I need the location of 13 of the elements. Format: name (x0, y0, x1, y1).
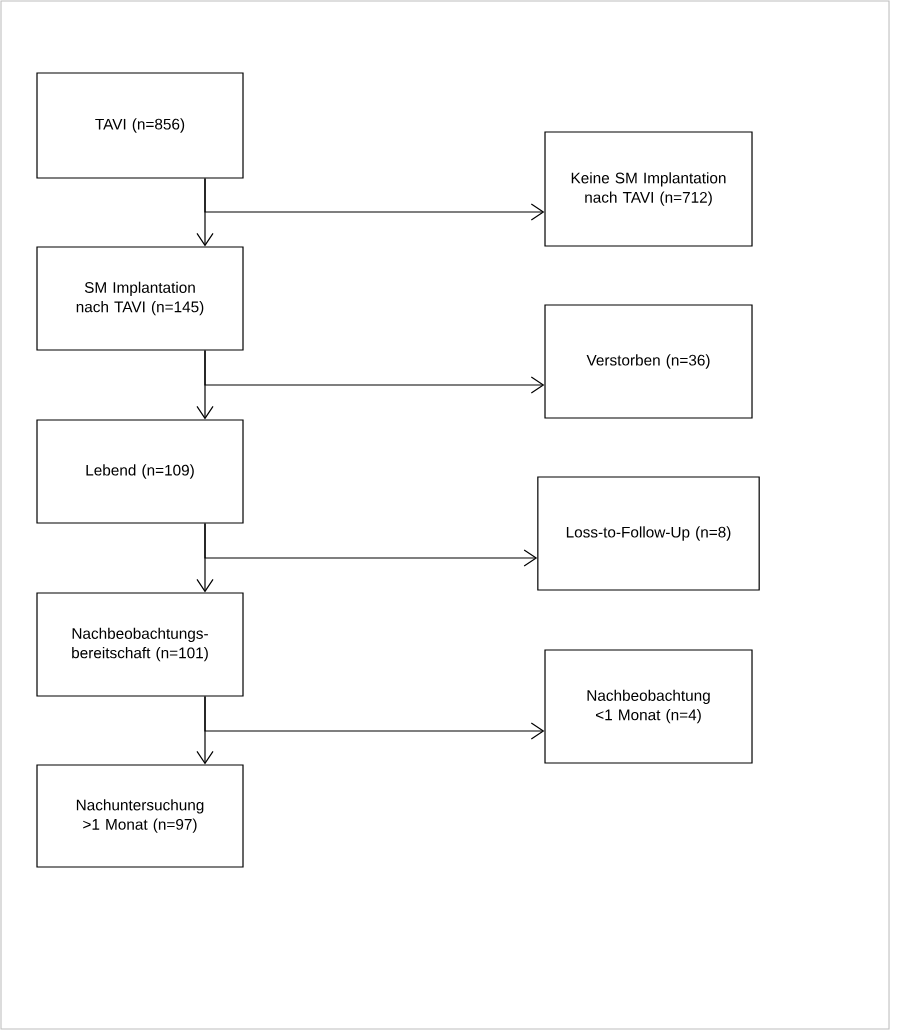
arrow (204, 350, 545, 394)
arrow (204, 523, 538, 567)
process-box: Nachbeobachtung <1 Monat (n=4) (544, 649, 753, 764)
process-box: TAVI (n=856) (36, 72, 244, 179)
arrow (204, 178, 545, 221)
process-box: Verstorben (n=36) (544, 304, 753, 419)
arrow (204, 696, 545, 740)
process-box: Keine SM Implantation nach TAVI (n=712) (544, 131, 753, 247)
process-box: Nachbeobachtungs-bereitschaft (n=101) (36, 592, 244, 697)
process-box: SM Implantation nach TAVI (n=145) (36, 246, 244, 351)
process-box: Lebend (n=109) (36, 419, 244, 524)
process-box: Loss-to-Follow-Up (n=8) (537, 476, 760, 591)
process-box: Nachuntersuchung >1 Monat (n=97) (36, 764, 244, 868)
